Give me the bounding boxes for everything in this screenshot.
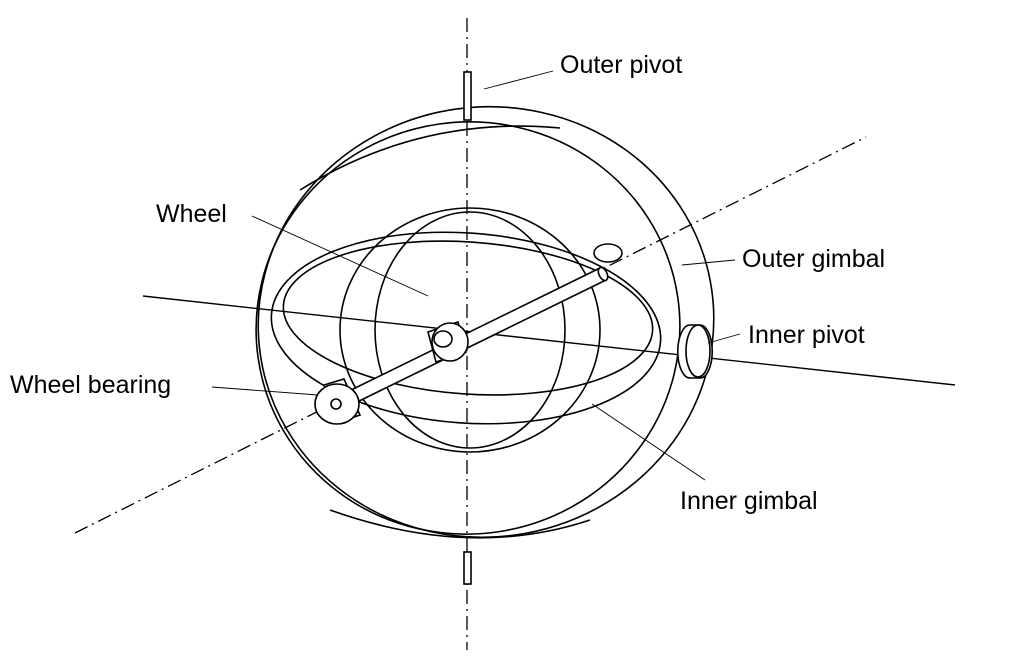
leader-wheel-bearing [211, 386, 319, 396]
label-wheel-bearing: Wheel bearing [10, 371, 171, 399]
inner-gimbal [270, 231, 662, 425]
label-inner-gimbal: Inner gimbal [680, 487, 818, 515]
spin-shaft [343, 266, 609, 407]
leader-outer-gimbal [681, 259, 736, 266]
label-wheel: Wheel [156, 200, 227, 228]
leader-outer-pivot [483, 70, 554, 90]
leader-wheel [251, 215, 429, 297]
inner-pivot-axis [142, 295, 956, 386]
outer-gimbal [255, 105, 715, 539]
inner-pivot [676, 324, 714, 379]
wheel-bearing [314, 378, 362, 425]
rear-pivot-boss [593, 243, 623, 263]
outer-pivot-bottom [463, 551, 472, 585]
outer-pivot-top [463, 71, 472, 121]
leader-inner-pivot [707, 333, 741, 344]
leader-inner-gimbal [591, 403, 706, 481]
label-inner-pivot: Inner pivot [748, 321, 865, 349]
wheel-hub [427, 320, 469, 364]
label-outer-pivot: Outer pivot [560, 51, 682, 79]
label-outer-gimbal: Outer gimbal [742, 245, 885, 273]
leader-lines [211, 70, 741, 481]
wheel [339, 207, 601, 453]
